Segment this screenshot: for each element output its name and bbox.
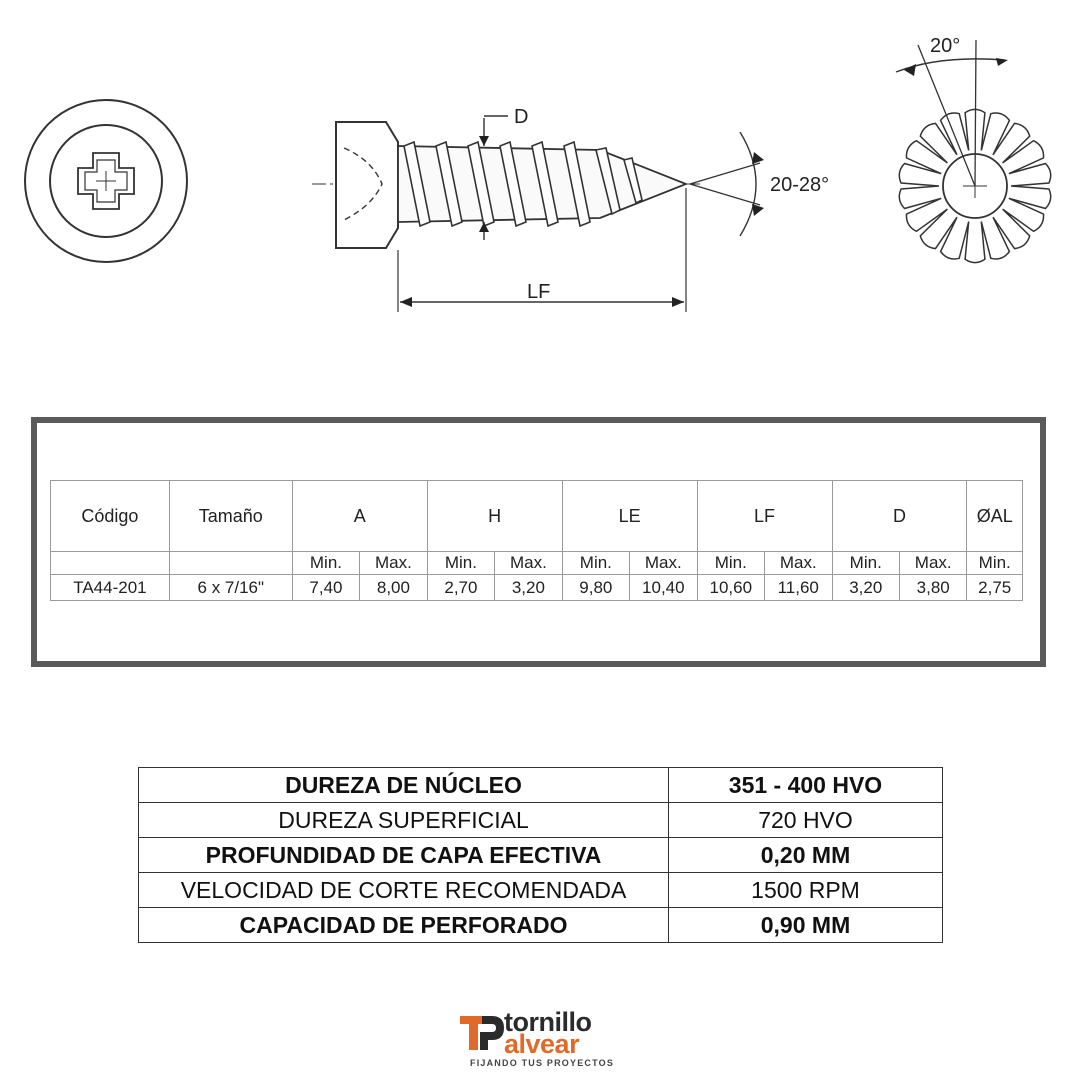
cell-codigo: TA44-201 <box>50 574 170 601</box>
property-row: PROFUNDIDAD DE CAPA EFECTIVA 0,20 MM <box>138 837 943 873</box>
property-row: DUREZA SUPERFICIAL 720 HVO <box>138 802 943 838</box>
cell-al-min: 2,75 <box>966 574 1023 601</box>
dim-lf-label: LF <box>527 281 550 303</box>
sub-min: Min. <box>291 551 361 575</box>
blank-cell <box>168 551 293 575</box>
tip-angle-label: 20-28° <box>770 174 829 196</box>
cell-a-max: 8,00 <box>359 574 428 601</box>
cell-d-min: 3,20 <box>831 574 900 601</box>
col-al: ØAL <box>966 480 1023 552</box>
sub-max: Max. <box>764 551 833 575</box>
col-codigo: Código <box>50 480 170 552</box>
cell-lf-min: 10,60 <box>696 574 766 601</box>
technical-drawing: D LF 20-28° 20° <box>24 35 1052 312</box>
sub-max: Max. <box>494 551 563 575</box>
brand-logo: tornillo alvear FIJANDO TUS PROYECTOS <box>458 1008 628 1070</box>
sub-min: Min. <box>426 551 496 575</box>
property-label: VELOCIDAD DE CORTE RECOMENDADA <box>138 872 669 908</box>
property-row: CAPACIDAD DE PERFORADO 0,90 MM <box>138 907 943 943</box>
sub-min: Min. <box>831 551 900 575</box>
property-label: DUREZA DE NÚCLEO <box>138 767 669 803</box>
cell-d-max: 3,80 <box>898 574 968 601</box>
cell-h-min: 2,70 <box>426 574 496 601</box>
cell-tamano: 6 x 7/16" <box>168 574 293 601</box>
property-value: 1500 RPM <box>668 872 943 908</box>
spec-data-row: TA44-201 6 x 7/16" 7,40 8,00 2,70 3,20 9… <box>50 574 1023 601</box>
logo-tagline: FIJANDO TUS PROYECTOS <box>470 1058 615 1068</box>
property-row: DUREZA DE NÚCLEO 351 - 400 HVO <box>138 767 943 803</box>
logo-word-tornillo: tornillo <box>504 1007 592 1037</box>
col-tamano: Tamaño <box>168 480 293 552</box>
property-label: CAPACIDAD DE PERFORADO <box>138 907 669 943</box>
cell-h-max: 3,20 <box>494 574 563 601</box>
property-label: PROFUNDIDAD DE CAPA EFECTIVA <box>138 837 669 873</box>
property-label: DUREZA SUPERFICIAL <box>138 802 669 838</box>
head-top-view <box>24 99 188 263</box>
blank-cell <box>50 551 170 575</box>
col-a: A <box>291 480 428 552</box>
property-value: 0,20 MM <box>668 837 943 873</box>
logo-mark-icon <box>460 1016 504 1050</box>
property-value: 720 HVO <box>668 802 943 838</box>
sub-min: Min. <box>696 551 766 575</box>
screw-side-view <box>312 115 764 312</box>
col-h: H <box>426 480 563 552</box>
col-d: D <box>831 480 968 552</box>
cell-le-max: 10,40 <box>629 574 698 601</box>
col-le: LE <box>561 480 698 552</box>
sub-max: Max. <box>629 551 698 575</box>
serration-angle-dim <box>895 39 1008 187</box>
spec-table: Código Tamaño A H LE LF D ØAL Min. Max. … <box>50 480 1023 601</box>
sub-max: Max. <box>359 551 428 575</box>
property-value: 351 - 400 HVO <box>668 767 943 803</box>
sub-max: Max. <box>898 551 968 575</box>
property-row: VELOCIDAD DE CORTE RECOMENDADA 1500 RPM <box>138 872 943 908</box>
logo-word-alvear: alvear <box>504 1029 580 1059</box>
serration-teeth <box>898 108 1052 264</box>
sub-min: Min. <box>966 551 1023 575</box>
col-lf: LF <box>696 480 833 552</box>
cell-lf-max: 11,60 <box>764 574 833 601</box>
property-value: 0,90 MM <box>668 907 943 943</box>
spec-header-row: Código Tamaño A H LE LF D ØAL <box>50 480 1023 552</box>
sub-min: Min. <box>561 551 631 575</box>
cell-le-min: 9,80 <box>561 574 631 601</box>
properties-table: DUREZA DE NÚCLEO 351 - 400 HVO DUREZA SU… <box>138 767 943 943</box>
dim-d-label: D <box>514 106 528 128</box>
serration-angle-label: 20° <box>930 35 960 57</box>
spec-subheader-row: Min. Max. Min. Max. Min. Max. Min. Max. … <box>50 551 1023 575</box>
cell-a-min: 7,40 <box>291 574 361 601</box>
